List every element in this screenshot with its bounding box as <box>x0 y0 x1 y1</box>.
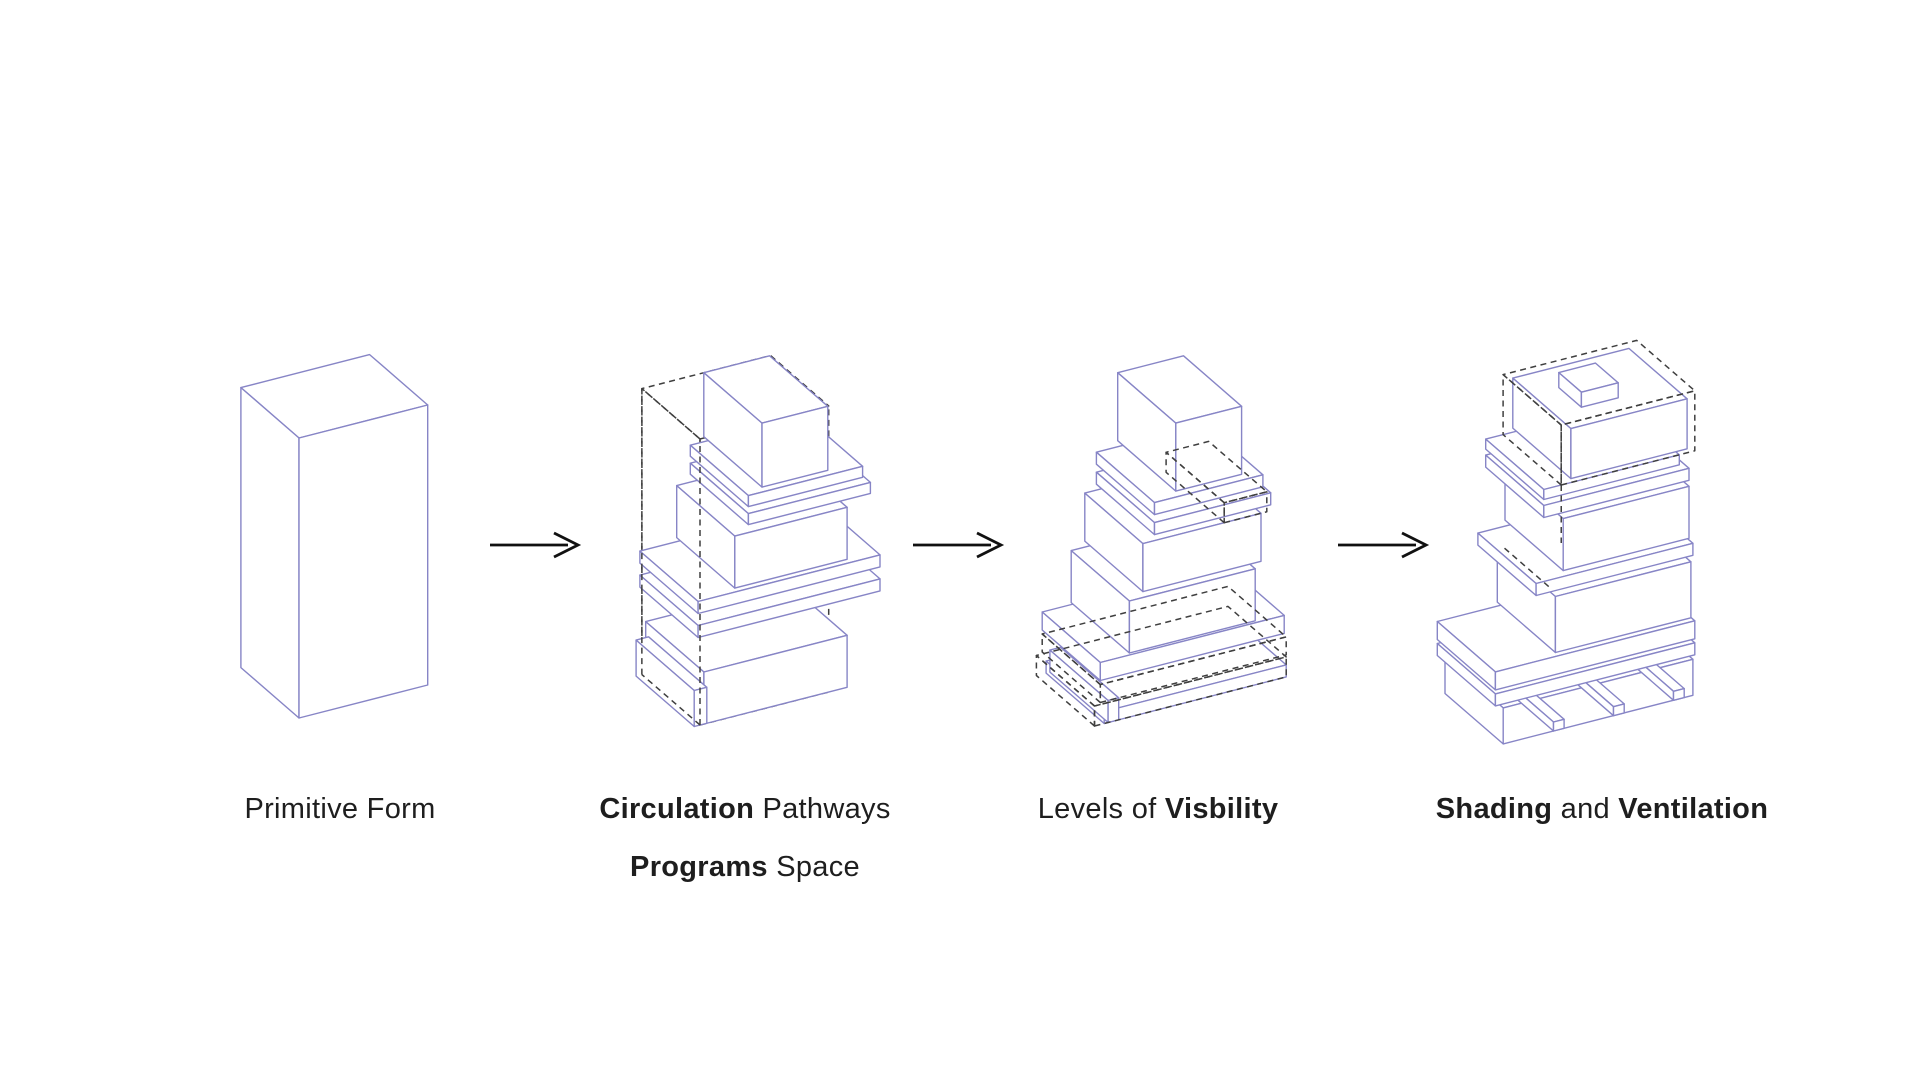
label-text-bold: Circulation <box>599 793 755 825</box>
step-label-primitive-form: Primitive Form <box>244 792 435 826</box>
step-label-programs-space: Programs Space <box>630 850 860 884</box>
step-label-shading-ventilation: Shading and Ventilation <box>1436 792 1768 826</box>
step-label-levels-of-visibility: Levels of Visbility <box>1038 792 1279 826</box>
label-text: Space <box>767 851 860 883</box>
arrow-icon <box>490 531 582 559</box>
step-label-circulation-pathways: Circulation Pathways <box>599 792 890 826</box>
label-text-bold: Visbility <box>1164 793 1279 825</box>
arrow-icon <box>913 531 1005 559</box>
label-text: Levels of <box>1037 793 1165 825</box>
label-text-bold: Programs <box>630 851 768 883</box>
figure-levels-of-visibility <box>1035 355 1287 727</box>
figure-primitive-form <box>240 353 429 719</box>
label-text: and <box>1552 793 1619 825</box>
figure-circulation-programs <box>635 354 881 728</box>
arrow-icon <box>1338 531 1430 559</box>
label-text: Pathways <box>754 793 891 825</box>
figure-shading-ventilation <box>1436 339 1696 745</box>
label-text-bold: Ventilation <box>1618 793 1769 825</box>
label-text: Primitive Form <box>244 793 436 825</box>
label-text-bold: Shading <box>1435 793 1553 825</box>
